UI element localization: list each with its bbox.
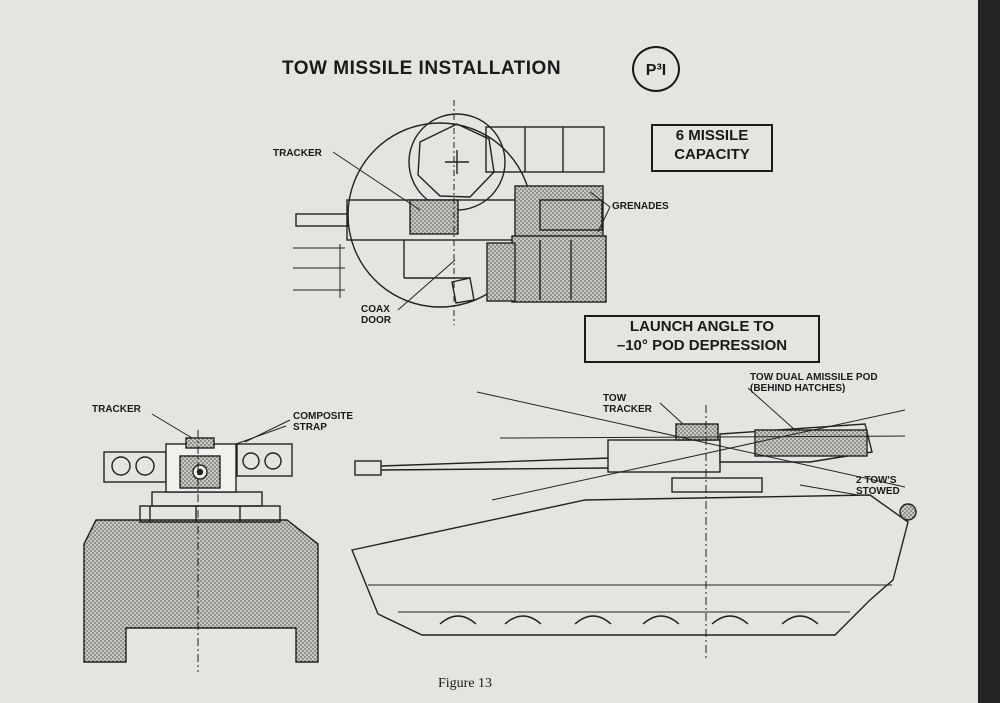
p3i-badge: P³I	[632, 46, 680, 92]
label-tow-dual-missile-pod: TOW DUAL AMISSILE POD (BEHIND HATCHES)	[750, 372, 878, 394]
launch-angle-lines	[476, 387, 906, 501]
label-tows-stowed: 2 TOW'S STOWED	[856, 475, 900, 497]
page-title: TOW MISSILE INSTALLATION	[282, 58, 562, 79]
vehicle-front-view	[83, 425, 319, 672]
document-page: TOW MISSILE INSTALLATION P³I 6 MISSILE C…	[0, 0, 978, 703]
launch-angle-callout-box: LAUNCH ANGLE TO –10° POD DEPRESSION	[584, 315, 820, 363]
label-grenades: GRENADES	[612, 201, 669, 212]
label-tow-tracker: TOW TRACKER	[603, 393, 652, 415]
figure-caption: Figure 13	[438, 676, 493, 691]
vehicle-side-view	[351, 405, 917, 660]
label-tracker-top-view: TRACKER	[273, 148, 322, 159]
drawing-canvas	[83, 100, 917, 672]
turret-top-view	[293, 100, 607, 325]
top-view-leaders	[332, 151, 611, 311]
front-view-leaders	[151, 413, 291, 443]
scan-edge	[978, 0, 1000, 703]
label-composite-strap: COMPOSITE STRAP	[293, 411, 354, 433]
capacity-callout-box: 6 MISSILE CAPACITY	[651, 124, 773, 172]
label-tracker-front-view: TRACKER	[92, 404, 141, 415]
label-coax-door: COAX DOOR	[361, 304, 391, 326]
